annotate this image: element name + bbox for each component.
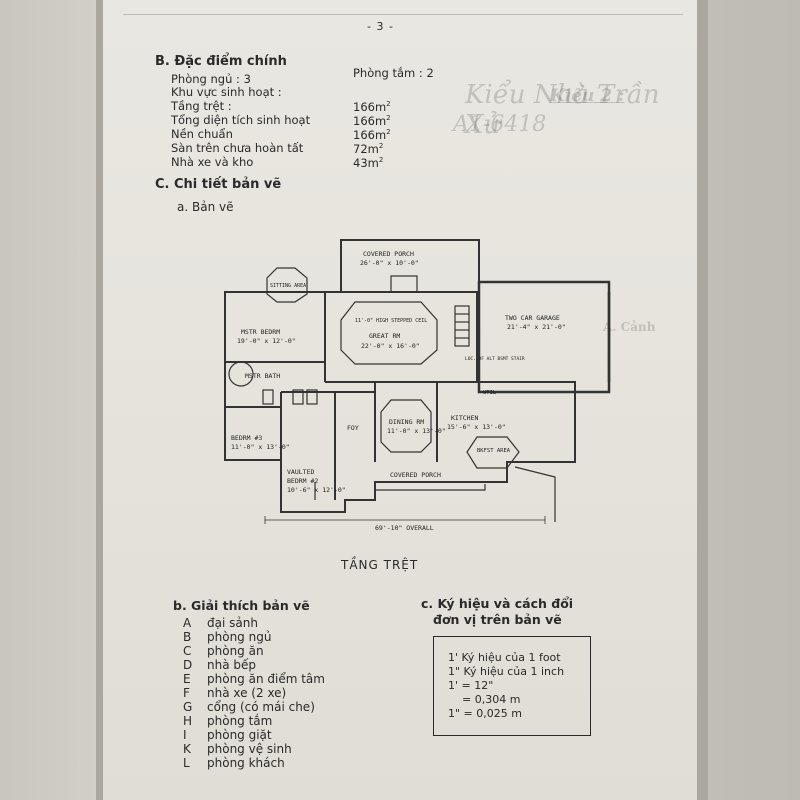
- label-loc-alt: LOC. OF ALT BSMT STAIR: [465, 356, 525, 362]
- spec-upper-label: Sàn trên chưa hoàn tất: [171, 141, 304, 155]
- conversion-line: = 0,304 m: [462, 693, 521, 706]
- label-kitchen: KITCHEN: [451, 414, 478, 422]
- label-covered-porch-top-dim: 26'-0" x 10'-0": [360, 259, 419, 267]
- label-mstr-bedrm: MSTR BEDRM: [241, 328, 280, 336]
- conversion-heading-line2: đơn vị trên bản vẽ: [433, 612, 562, 627]
- label-great-rm: GREAT RM: [369, 332, 400, 340]
- label-great-dim: 22'-0" x 16'-0": [361, 342, 420, 350]
- top-tab-edge: [123, 0, 683, 15]
- bedrooms-spec: Phòng ngủ : 3: [171, 72, 251, 86]
- drawing-subheading: a. Bản vẽ: [177, 200, 234, 214]
- label-util: UTIL: [483, 390, 497, 396]
- spec-base-label: Nền chuẩn: [171, 127, 233, 141]
- label-bkfst: BKFST AREA: [477, 448, 511, 454]
- label-dining: DINING RM: [389, 418, 424, 426]
- label-dining-dim: 11'-0" x 13'-0": [387, 427, 446, 435]
- section-c-heading: C. Chi tiết bản vẽ: [155, 177, 282, 192]
- label-mstr-bath: MSTR BATH: [245, 372, 280, 380]
- section-b-heading: B. Đặc điểm chính: [155, 54, 287, 69]
- living-area-label: Khu vực sinh hoạt :: [171, 85, 282, 99]
- label-bedrm2: BEDRM #2: [287, 477, 318, 485]
- ghost-code: A1-6418: [453, 112, 547, 137]
- page-number: - 3 -: [367, 20, 394, 33]
- spec-garage-label: Nhà xe và kho: [171, 155, 254, 169]
- conversion-box: 1' Ký hiệu của 1 foot 1" Ký hiệu của 1 i…: [433, 636, 591, 736]
- legend-heading: b. Giải thích bản vẽ: [173, 598, 310, 613]
- label-vaulted: VAULTED: [287, 468, 314, 476]
- label-sitting: SITTING AREA: [270, 283, 306, 289]
- ghost-title: Kiểu Nhà Trần Xử: [465, 80, 660, 140]
- label-great-ceil: 11'-0" HIGH STEPPED CEIL: [355, 318, 427, 324]
- floor-plan-caption: TẦNG TRỆT: [341, 558, 419, 572]
- conversion-line: 1' Ký hiệu của 1 foot: [448, 651, 561, 664]
- label-garage: TWO CAR GARAGE: [505, 314, 560, 322]
- floor-plan: COVERED PORCH 26'-0" x 10'-0" TWO CAR GA…: [215, 232, 615, 532]
- spec-total-living-value: 166m2: [353, 113, 391, 128]
- label-bedrm2-dim: 10'-6" x 12'-0": [287, 486, 346, 494]
- label-bedrm3-dim: 11'-0" x 13'-0": [231, 443, 290, 451]
- conversion-heading-line1: c. Ký hiệu và cách đổi: [421, 596, 574, 611]
- bathrooms-spec: Phòng tắm : 2: [353, 66, 434, 80]
- spec-garage-value: 43m2: [353, 155, 384, 170]
- label-covered-porch-top: COVERED PORCH: [363, 250, 414, 258]
- spec-base-value: 166m2: [353, 127, 391, 142]
- spec-total-living-label: Tổng diện tích sinh hoạt: [171, 113, 311, 127]
- label-covered-porch-bottom: COVERED PORCH: [390, 471, 441, 479]
- spec-ground-floor-label: Tầng trệt :: [171, 99, 232, 113]
- spec-ground-floor-value: 166m2: [353, 99, 391, 114]
- conversion-line: 1' = 12": [448, 679, 494, 692]
- document-page: - 3 - Kiểu 2 : Kiểu Nhà Trần Xử A1-6418 …: [103, 0, 697, 800]
- label-bedrm3: BEDRM #3: [231, 434, 262, 442]
- ghost-kieu: Kiểu 2 :: [550, 86, 625, 106]
- label-overall: 69'-10" OVERALL: [375, 524, 434, 532]
- label-garage-dim: 21'-4" x 21'-0": [507, 323, 566, 331]
- conversion-line: 1" Ký hiệu của 1 inch: [448, 665, 565, 678]
- conversion-line: 1" = 0,025 m: [448, 707, 522, 720]
- label-kitchen-dim: 15'-6" x 13'-0": [447, 423, 506, 431]
- floor-plan-drawing: COVERED PORCH 26'-0" x 10'-0" TWO CAR GA…: [224, 239, 611, 532]
- label-mstr-dim: 19'-0" x 12'-0": [237, 337, 296, 345]
- spec-upper-value: 72m2: [353, 141, 384, 156]
- label-foy: FOY: [347, 424, 359, 432]
